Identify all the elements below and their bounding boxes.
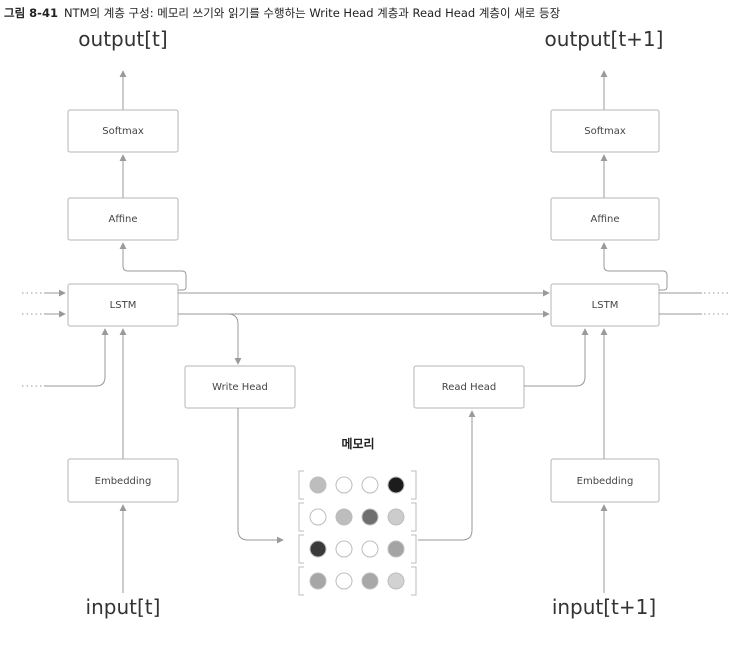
softmax-label-t1: Softmax [584, 126, 626, 137]
arrow-memory-to-read-head [418, 410, 476, 541]
embedding-label-t: Embedding [95, 476, 152, 487]
arrow-write-head-to-memory [237, 408, 284, 544]
memory-row-bracket-right [411, 470, 417, 500]
caption-text: NTM의 계층 구성: 메모리 쓰기와 읽기를 수행하는 Write Head … [63, 6, 561, 20]
memory-cell [361, 476, 379, 494]
input-t-label: input[t] [86, 595, 161, 619]
memory-cell [361, 508, 379, 526]
memory-cell [335, 572, 353, 590]
arrow-lstm-to-affine-t1 [600, 242, 668, 291]
input-t1-label: input[t+1] [552, 595, 656, 619]
write-head-box [184, 365, 296, 409]
lstm-box-t1 [550, 283, 660, 327]
memory-cell [361, 540, 379, 558]
write-head-label: Write Head [212, 382, 268, 393]
memory-row-bracket-right [411, 566, 417, 596]
memory-cell [387, 540, 405, 558]
memory-row-bracket-left [298, 502, 304, 532]
softmax-box-t [67, 109, 179, 153]
memory-cell [387, 572, 405, 590]
memory-row-bracket-left [298, 566, 304, 596]
affine-box-t [67, 197, 179, 241]
embedding-label-t1: Embedding [577, 476, 634, 487]
memory-cell [309, 508, 327, 526]
output-t1-label: output[t+1] [545, 27, 664, 51]
output-t-label: output[t] [78, 27, 167, 51]
arrow-lstm-to-affine-t [119, 242, 187, 291]
memory-title: 메모리 [341, 436, 374, 451]
memory-row-bracket-left [298, 534, 304, 564]
affine-label-t1: Affine [591, 214, 620, 225]
memory-row-bracket-left [298, 470, 304, 500]
arrow-lstm-to-write-head [227, 313, 242, 365]
lstm-label-t: LSTM [110, 300, 137, 311]
lstm-label-t1: LSTM [592, 300, 619, 311]
memory-cell [309, 540, 327, 558]
figure-caption: 그림 8-41 NTM의 계층 구성: 메모리 쓰기와 읽기를 수행하는 Writ… [4, 5, 560, 21]
arrow-prev-read-to-lstm [44, 328, 109, 387]
memory-cell [335, 540, 353, 558]
memory-cell [309, 572, 327, 590]
affine-label-t: Affine [109, 214, 138, 225]
read-head-label: Read Head [442, 382, 496, 393]
affine-box-t1 [550, 197, 660, 241]
memory-cell [309, 476, 327, 494]
arrow-read-head-to-lstm-t1 [524, 328, 589, 387]
memory-cell [387, 508, 405, 526]
memory-cell [335, 476, 353, 494]
memory-cell [387, 476, 405, 494]
memory-cell [335, 508, 353, 526]
read-head-box [413, 365, 525, 409]
memory-cell [361, 572, 379, 590]
lstm-box-t [67, 283, 179, 327]
memory-row-bracket-right [411, 534, 417, 564]
figure-number: 그림 8-41 [4, 6, 58, 20]
softmax-label-t: Softmax [102, 126, 144, 137]
softmax-box-t1 [550, 109, 660, 153]
memory-grid [298, 470, 417, 596]
embedding-box-t1 [550, 458, 660, 503]
embedding-box-t [67, 458, 179, 503]
memory-row-bracket-right [411, 502, 417, 532]
